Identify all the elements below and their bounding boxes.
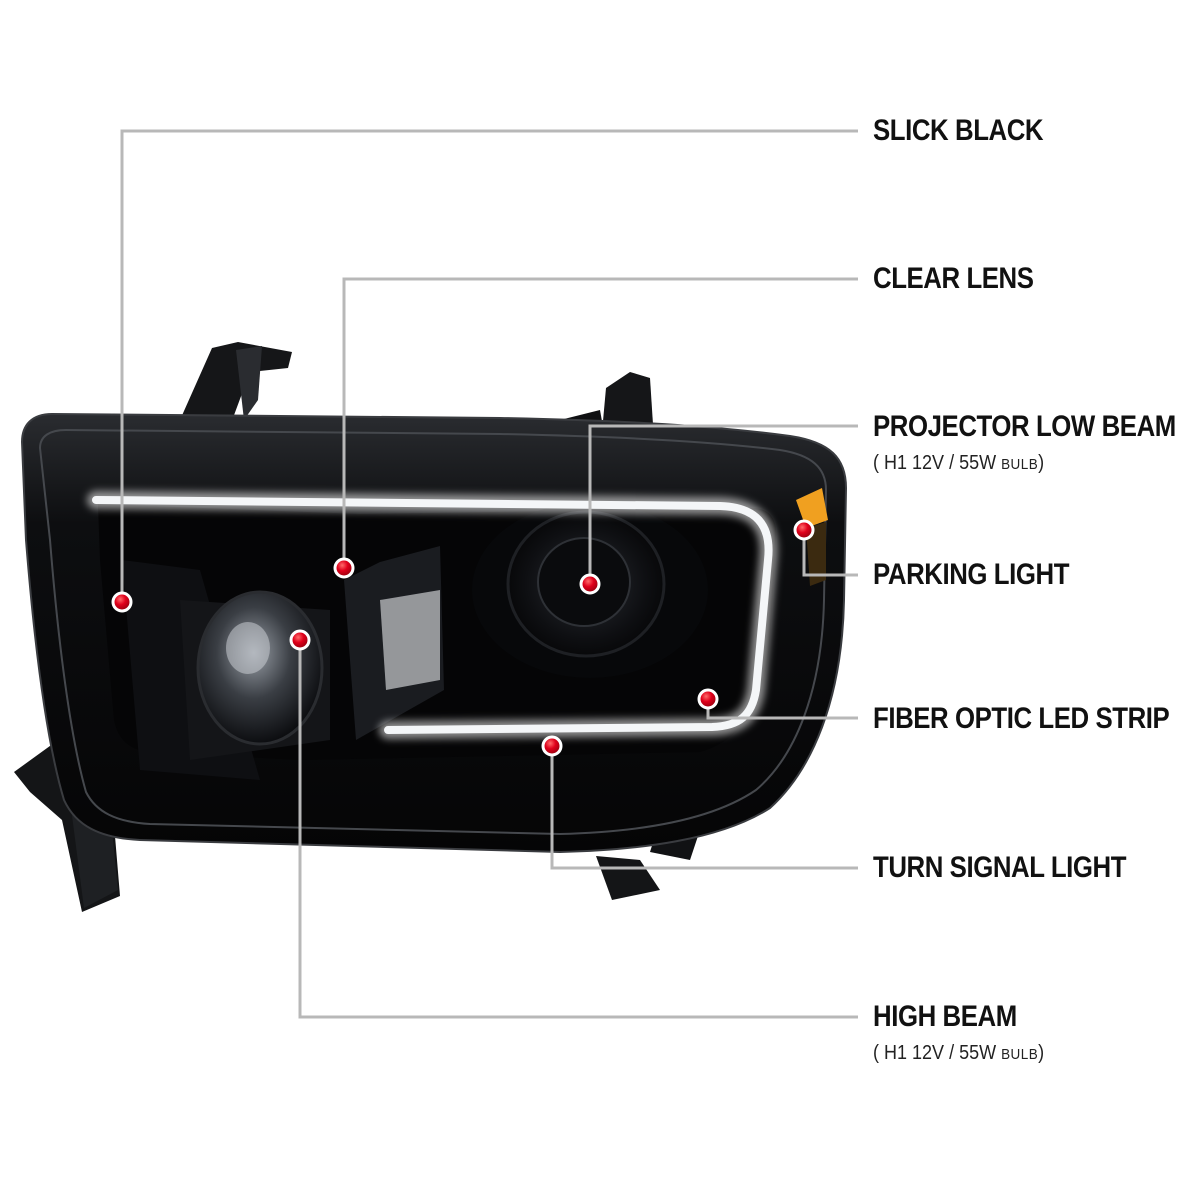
high-beam-reflector [122,560,330,780]
label-fiber-optic-led-strip: FIBER OPTIC LED STRIP [873,702,1170,735]
label-parking-light: PARKING LIGHT [873,558,1070,591]
marker-fiber-optic-led-strip [697,688,719,710]
spec-bulb-type: H1 [884,1042,908,1064]
label-clear-lens: CLEAR LENS [873,262,1034,295]
spec-value: 12V / 55W [912,452,997,474]
spec-open-paren: ( [873,1042,880,1064]
mounting-bracket-left [180,342,292,426]
spec-close-paren: ) [1038,1042,1045,1064]
leader-line-clear-lens [342,277,858,568]
spec-close-paren: ) [1038,452,1045,474]
marker-slick-black [111,591,133,613]
label-turn-signal-light: TURN SIGNAL LIGHT [873,851,1127,884]
parking-light-reflector [796,488,828,586]
leader-line-high-beam [298,640,858,1019]
leader-line-projector-low-beam [588,424,858,584]
fiber-optic-led-strip [87,491,778,739]
marker-clear-lens [333,557,355,579]
spec-bulb-word: BULB [1001,1046,1039,1063]
label-high-beam: HIGH BEAM [873,1000,1017,1033]
spec-bulb-word: BULB [1001,456,1039,473]
spec-high-beam: ( H1 12V / 55W BULB) [873,1042,1044,1066]
marker-turn-signal-light [541,735,563,757]
leader-line-slick-black [120,129,858,602]
spec-value: 12V / 55W [912,1042,997,1064]
marker-projector-low-beam [579,573,601,595]
spec-bulb-type: H1 [884,452,908,474]
leader-line-turn-signal-light [550,746,858,870]
spec-open-paren: ( [873,452,880,474]
marker-parking-light [793,519,815,541]
clear-lens-divider [344,546,444,740]
spec-projector-low-beam: ( H1 12V / 55W BULB) [873,452,1044,476]
marker-high-beam [289,629,311,651]
leader-line-parking-light [802,530,858,577]
label-slick-black: SLICK BLACK [873,114,1044,147]
label-projector-low-beam: PROJECTOR LOW BEAM [873,410,1176,443]
